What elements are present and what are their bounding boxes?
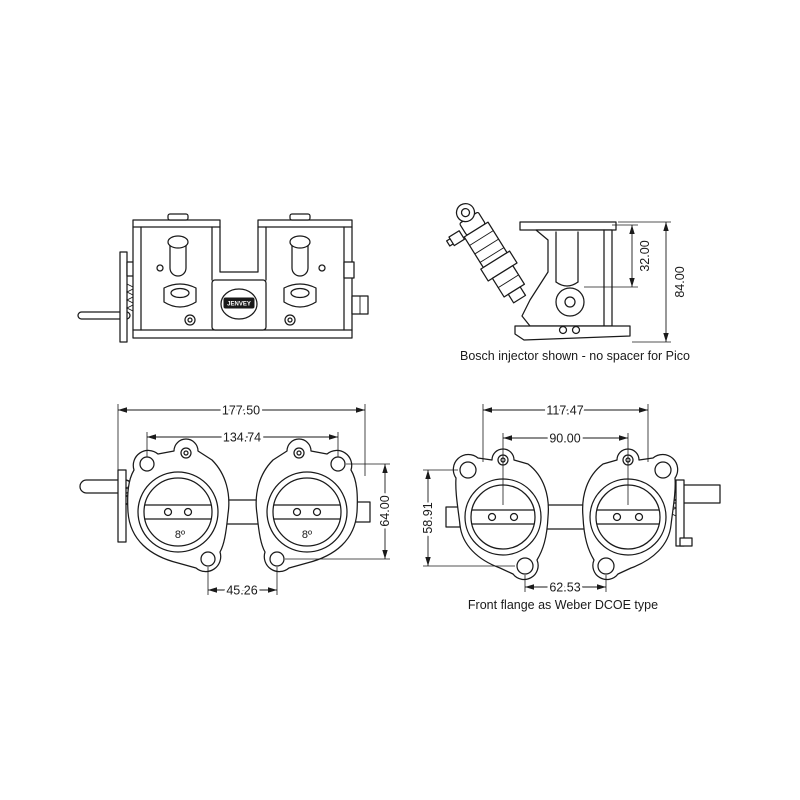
- small-hole: [156, 264, 164, 272]
- screw-hole: [184, 314, 196, 326]
- body-side: [521, 229, 613, 327]
- top-flange: [519, 221, 617, 231]
- spindle-boss-right: [283, 283, 317, 308]
- top-tab-left: [167, 213, 189, 221]
- bolt-hole-bottom-left: [516, 557, 534, 575]
- bolt-hole-outer-right: [654, 461, 672, 479]
- small-hole: [558, 325, 568, 335]
- injector-connector-pin: [460, 207, 471, 218]
- screw-hole-center: [287, 317, 293, 323]
- linkage-foot: [679, 537, 693, 547]
- flange-view-standard: 8º 8º 177.50 134.74 64.00 45.26: [79, 401, 395, 600]
- boss-hole-left: [180, 447, 192, 459]
- bolt-hole-top-right: [330, 456, 346, 472]
- flange-view-dcoe: 117.47 90.00 58.91 62.53 Front flange as…: [419, 401, 721, 612]
- plate-screw: [183, 507, 193, 517]
- dim-177-label: 177.50: [222, 404, 260, 418]
- bolt-hole-bottom-right: [269, 551, 285, 567]
- dim-58-label: 58.91: [421, 502, 435, 533]
- dcoe-view-caption: Front flange as Weber DCOE type: [468, 598, 658, 612]
- spindle-hole-right: [290, 287, 310, 299]
- small-hole: [571, 325, 581, 335]
- small-hole: [318, 264, 326, 272]
- top-tab-right: [289, 213, 311, 221]
- plate-screw: [487, 512, 497, 522]
- plate-angle-right: 8º: [302, 529, 312, 541]
- dim-117-label: 117.47: [546, 404, 583, 418]
- screw-hole-center: [187, 317, 193, 323]
- bolt-hole-bottom-right: [597, 557, 615, 575]
- injector-oring: [497, 274, 520, 289]
- boss-hole-right: [293, 447, 305, 459]
- bore-left: [143, 477, 213, 547]
- fuel-injector: [446, 202, 527, 304]
- dim-45-label: 45.26: [226, 584, 257, 598]
- linkage-bracket: [117, 469, 127, 543]
- dim-134-label: 134.74: [223, 431, 261, 445]
- side-view: 32.00 84.00 Bosch injector shown - no sp…: [446, 202, 690, 363]
- dim-90-label: 90.00: [549, 432, 580, 446]
- linkage-bracket: [675, 479, 685, 547]
- spindle-hole: [564, 296, 576, 308]
- injector-rib: [474, 238, 500, 255]
- plate-screw: [312, 507, 322, 517]
- injector-nozzle: [507, 286, 527, 304]
- screw-hole: [284, 314, 296, 326]
- linkage-bracket: [119, 251, 128, 343]
- boss-hole-center: [296, 450, 302, 456]
- dim-62-label: 62.53: [549, 581, 580, 595]
- plate-screw: [163, 507, 173, 517]
- spindle-boss-left: [163, 283, 197, 308]
- bolt-hole-outer-left: [459, 461, 477, 479]
- front-view: JENVEY: [77, 213, 369, 343]
- spindle-hole-left: [170, 287, 190, 299]
- plate-screw: [612, 512, 622, 522]
- right-side-boss: [343, 261, 355, 279]
- dim-84-label: 84.00: [673, 266, 687, 297]
- injector-port-left: [167, 235, 189, 249]
- plate-screw: [509, 512, 519, 522]
- spindle-rod: [77, 311, 131, 320]
- balance-tube: [543, 504, 588, 530]
- injector-clip: [448, 230, 466, 247]
- dim-32-label: 32.00: [638, 240, 652, 271]
- plate-screw: [634, 512, 644, 522]
- logo-text: JENVEY: [227, 302, 251, 308]
- base-flange: [514, 325, 631, 341]
- bolt-hole-top-left: [139, 456, 155, 472]
- port-curve: [555, 281, 579, 287]
- boss-hole-center: [183, 450, 189, 456]
- side-view-caption: Bosch injector shown - no spacer for Pic…: [460, 349, 690, 363]
- spindle-boss: [555, 287, 585, 317]
- injector-rib: [479, 247, 505, 263]
- injector-rib: [469, 230, 494, 246]
- injector-connector-head: [455, 202, 476, 223]
- bolt-hole-bottom-left: [200, 551, 216, 567]
- bore-right: [272, 477, 342, 547]
- plate-angle-left: 8º: [175, 529, 185, 541]
- injector-port-right: [289, 235, 311, 249]
- plate-screw: [292, 507, 302, 517]
- dim-64-label: 64.00: [378, 495, 392, 526]
- logo-plate: [223, 297, 255, 309]
